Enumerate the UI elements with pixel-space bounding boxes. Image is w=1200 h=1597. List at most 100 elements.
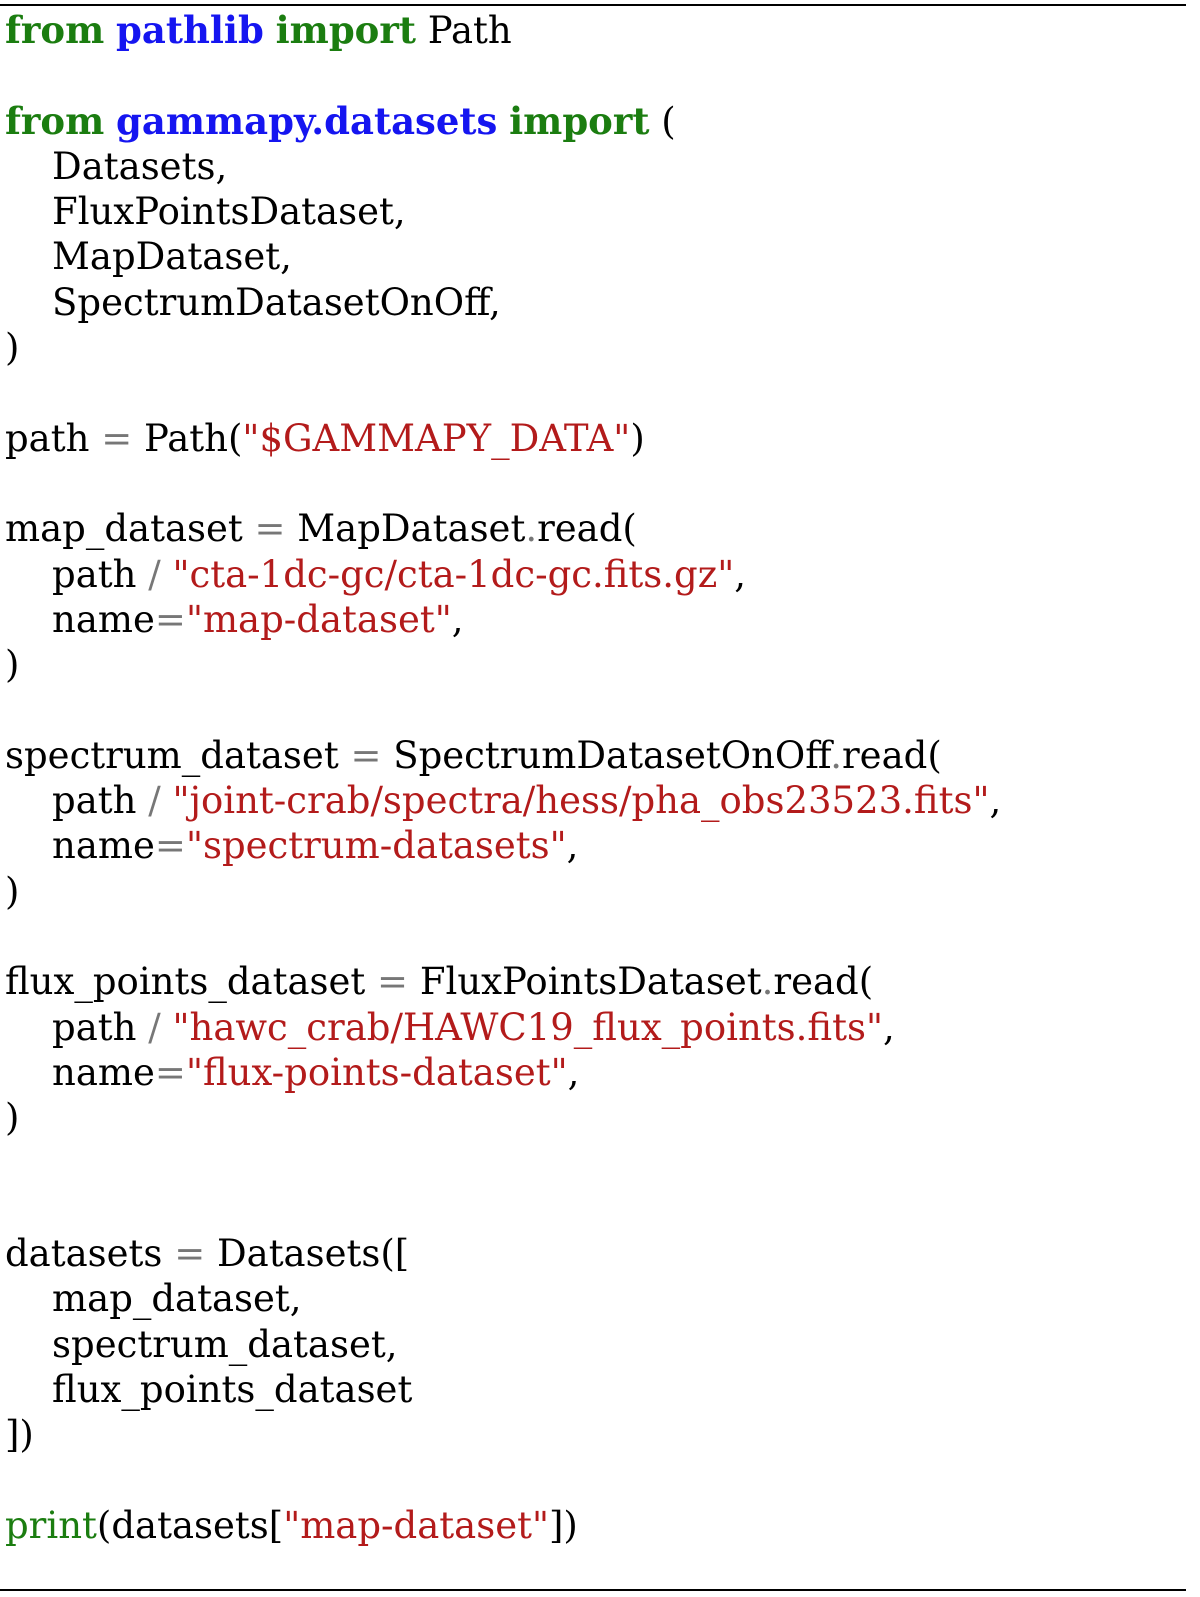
code-token <box>161 779 173 822</box>
code-token: , <box>882 1005 895 1049</box>
code-token: path <box>5 779 149 823</box>
code-token: Path( <box>132 416 243 460</box>
code-line: flux_points_dataset = FluxPointsDataset.… <box>5 959 1001 1004</box>
operator-token: = <box>174 1232 206 1276</box>
code-line <box>5 53 1001 98</box>
keyword-token: import <box>275 8 416 52</box>
code-line: ]) <box>5 1412 1001 1457</box>
code-token: , <box>734 552 747 596</box>
code-line: spectrum_dataset, <box>5 1322 1001 1367</box>
code-token: MapDataset, <box>5 235 292 279</box>
code-token: ]) <box>549 1503 578 1547</box>
code-token: Datasets, <box>5 144 228 188</box>
code-token: ) <box>5 643 20 687</box>
code-line: path = Path("$GAMMAPY_DATA") <box>5 416 1001 461</box>
code-token: Datasets([ <box>205 1232 410 1276</box>
module-token: gammapy.datasets <box>116 98 498 143</box>
code-line: name="map-dataset", <box>5 597 1001 642</box>
code-token: path <box>5 416 102 460</box>
code-line: flux_points_dataset <box>5 1367 1001 1412</box>
code-token: name <box>5 1050 155 1094</box>
code-token: read( <box>537 507 637 551</box>
code-token: path <box>5 552 149 596</box>
operator-token: . <box>525 507 538 551</box>
operator-token: = <box>254 507 286 551</box>
operator-token: = <box>154 1050 186 1094</box>
code-line: map_dataset, <box>5 1276 1001 1321</box>
code-token: MapDataset <box>285 507 526 551</box>
code-line: FluxPointsDataset, <box>5 189 1001 234</box>
code-token: flux_points_dataset <box>5 960 378 1004</box>
string-token: "map-dataset" <box>283 1503 549 1547</box>
code-line: path / "hawc_crab/HAWC19_flux_points.fit… <box>5 1005 1001 1050</box>
operator-token: / <box>148 1005 161 1049</box>
code-line: Datasets, <box>5 144 1001 189</box>
code-line <box>5 914 1001 959</box>
code-token: map_dataset, <box>5 1277 302 1321</box>
operator-token: / <box>148 779 161 823</box>
code-token: read( <box>773 960 874 1004</box>
code-token: ) <box>5 1096 20 1140</box>
code-token: ]) <box>5 1413 34 1457</box>
operator-token: / <box>148 552 161 596</box>
code-token <box>264 9 276 52</box>
code-token <box>104 100 116 143</box>
keyword-token: import <box>509 98 650 143</box>
code-line: ) <box>5 325 1001 370</box>
keyword-token: from <box>5 98 105 143</box>
code-token <box>104 9 116 52</box>
code-line <box>5 1140 1001 1185</box>
operator-token: = <box>377 960 409 1004</box>
code-token: map_dataset <box>5 507 255 551</box>
code-token: SpectrumDatasetOnOff, <box>5 280 501 324</box>
code-token: ) <box>5 326 20 370</box>
string-token: "$GAMMAPY_DATA" <box>242 416 631 460</box>
code-line: SpectrumDatasetOnOff, <box>5 280 1001 325</box>
operator-token: = <box>350 733 382 777</box>
code-token: Path <box>415 9 512 52</box>
string-token: "joint-crab/spectra/hess/pha_obs23523.fi… <box>172 779 990 823</box>
operator-token: = <box>101 416 133 460</box>
string-token: "spectrum-datasets" <box>185 824 567 868</box>
code-line: from pathlib import Path <box>5 8 1001 53</box>
code-token: name <box>5 824 155 868</box>
operator-token: = <box>154 597 186 641</box>
code-line <box>5 461 1001 506</box>
builtin-token: print <box>5 1503 97 1547</box>
code-token: , <box>989 779 1002 823</box>
code-line <box>5 1458 1001 1503</box>
string-token: "flux-points-dataset" <box>185 1050 568 1094</box>
code-token: (datasets[ <box>96 1503 284 1547</box>
code-token: , <box>566 824 579 868</box>
code-token: FluxPointsDataset, <box>5 190 406 234</box>
bottom-rule <box>0 1589 1186 1591</box>
code-token: flux_points_dataset <box>5 1367 413 1411</box>
code-line: spectrum_dataset = SpectrumDatasetOnOff.… <box>5 733 1001 778</box>
string-token: "cta-1dc-gc/cta-1dc-gc.fits.gz" <box>172 552 735 596</box>
code-line <box>5 1186 1001 1231</box>
code-token: FluxPointsDataset <box>408 960 762 1004</box>
module-token: pathlib <box>116 8 264 52</box>
code-token: ( <box>649 99 676 143</box>
string-token: "hawc_crab/HAWC19_flux_points.fits" <box>172 1005 883 1049</box>
code-line: print(datasets["map-dataset"]) <box>5 1503 1001 1548</box>
code-token: spectrum_dataset <box>5 733 351 777</box>
code-token <box>161 553 173 596</box>
code-line: name="flux-points-dataset", <box>5 1050 1001 1095</box>
code-line <box>5 370 1001 415</box>
keyword-token: from <box>5 8 105 52</box>
operator-token: . <box>830 733 842 777</box>
operator-token: = <box>154 824 186 868</box>
code-line <box>5 687 1001 732</box>
operator-token: . <box>761 960 774 1004</box>
code-line: path / "cta-1dc-gc/cta-1dc-gc.fits.gz", <box>5 552 1001 597</box>
code-line: map_dataset = MapDataset.read( <box>5 506 1001 551</box>
code-token: path <box>5 1005 149 1049</box>
code-line: datasets = Datasets([ <box>5 1231 1001 1276</box>
code-line: ) <box>5 1095 1001 1140</box>
code-token: ) <box>5 869 20 913</box>
code-line: name="spectrum-datasets", <box>5 823 1001 868</box>
code-line: ) <box>5 869 1001 914</box>
code-token: SpectrumDatasetOnOff <box>381 733 831 777</box>
code-line: path / "joint-crab/spectra/hess/pha_obs2… <box>5 778 1001 823</box>
